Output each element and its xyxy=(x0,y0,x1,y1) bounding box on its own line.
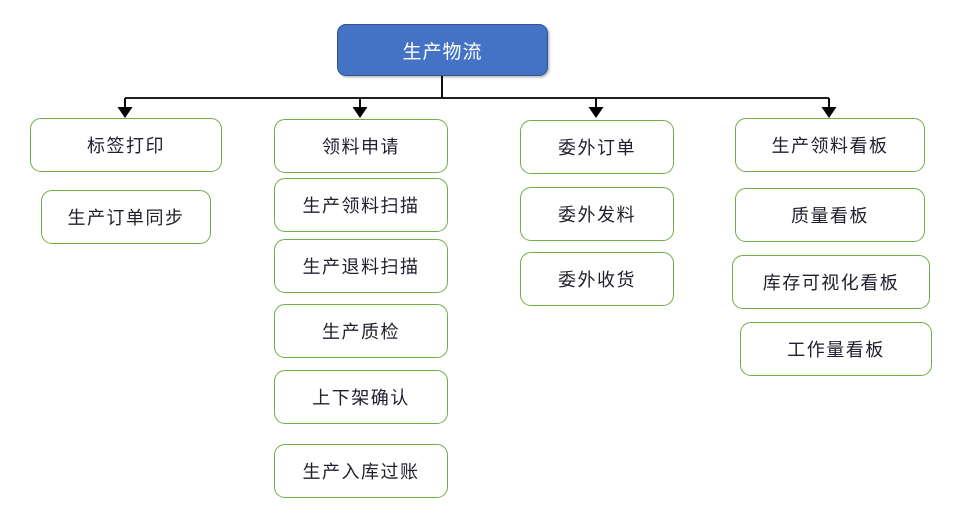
node-label: 委外收货 xyxy=(558,270,636,290)
root-node-production-logistics[interactable]: 生产物流 xyxy=(337,24,548,76)
node-label: 生产领料扫描 xyxy=(302,196,420,216)
node-column-1-item-1[interactable]: 标签打印 xyxy=(30,118,222,172)
node-column-2-item-2[interactable]: 生产领料扫描 xyxy=(274,178,448,232)
node-column-4-item-3[interactable]: 库存可视化看板 xyxy=(732,255,930,309)
connector-arrowhead-4 xyxy=(821,107,837,118)
node-label: 生产入库过账 xyxy=(302,462,420,482)
node-label: 库存可视化看板 xyxy=(762,273,900,293)
connector-arrowhead-3 xyxy=(588,107,604,118)
node-label: 领料申请 xyxy=(322,137,400,157)
node-column-1-item-2[interactable]: 生产订单同步 xyxy=(41,190,211,244)
node-label: 生产质检 xyxy=(322,322,400,342)
node-label: 委外发料 xyxy=(558,205,636,225)
node-label: 生产订单同步 xyxy=(67,208,185,228)
root-node-label: 生产物流 xyxy=(402,41,483,63)
node-column-2-item-6[interactable]: 生产入库过账 xyxy=(274,444,448,498)
node-label: 生产退料扫描 xyxy=(302,257,420,277)
node-label: 质量看板 xyxy=(791,206,869,226)
connector-arrowhead-2 xyxy=(352,107,368,118)
node-column-2-item-1[interactable]: 领料申请 xyxy=(274,119,448,173)
node-label: 工作量看板 xyxy=(787,340,885,360)
node-column-4-item-4[interactable]: 工作量看板 xyxy=(740,322,932,376)
node-column-4-item-1[interactable]: 生产领料看板 xyxy=(735,118,925,172)
node-column-3-item-3[interactable]: 委外收货 xyxy=(520,252,674,306)
node-column-2-item-3[interactable]: 生产退料扫描 xyxy=(274,239,448,293)
node-column-2-item-5[interactable]: 上下架确认 xyxy=(274,370,448,424)
node-label: 标签打印 xyxy=(87,136,165,156)
node-column-3-item-2[interactable]: 委外发料 xyxy=(520,187,674,241)
node-label: 委外订单 xyxy=(558,138,636,158)
node-label: 上下架确认 xyxy=(312,388,410,408)
node-column-3-item-1[interactable]: 委外订单 xyxy=(520,120,674,174)
node-column-4-item-2[interactable]: 质量看板 xyxy=(735,188,925,242)
connector-arrowhead-1 xyxy=(117,107,133,118)
node-column-2-item-4[interactable]: 生产质检 xyxy=(274,304,448,358)
node-label: 生产领料看板 xyxy=(771,136,889,156)
